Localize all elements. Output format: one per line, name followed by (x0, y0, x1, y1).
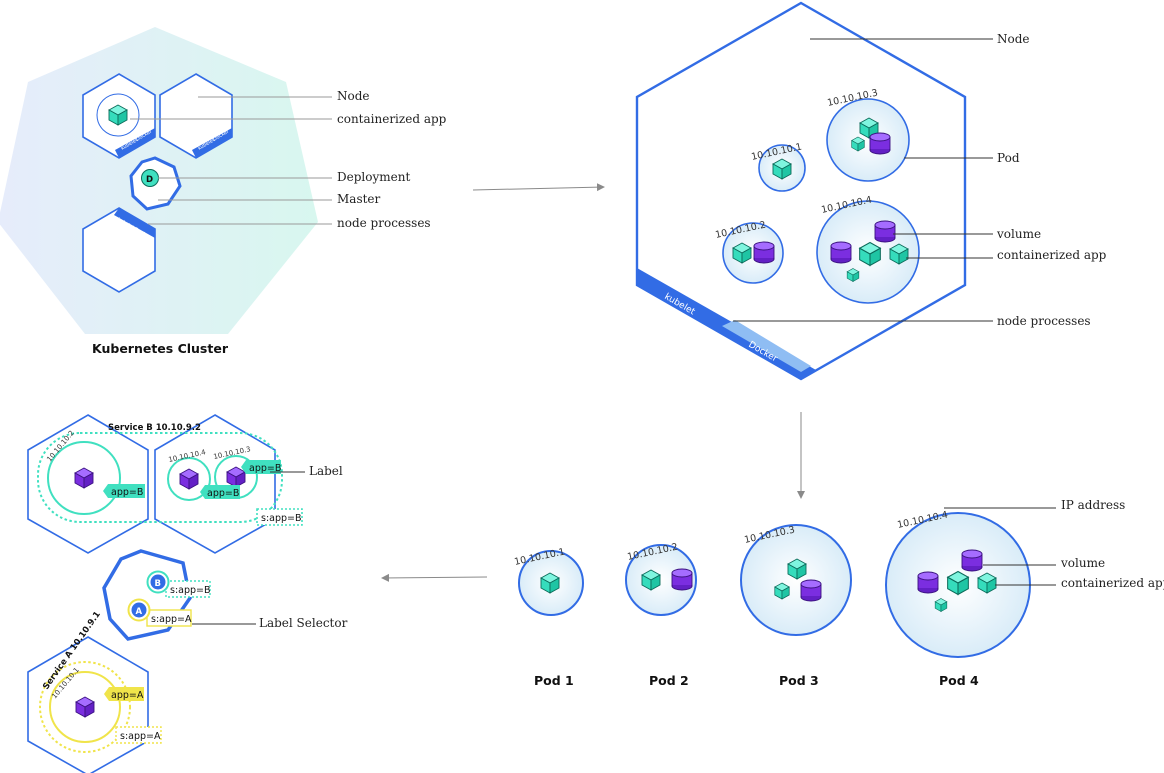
callout-lines (733, 38, 993, 322)
pod-name: Pod 1 (534, 673, 574, 688)
callout-lines (130, 96, 332, 225)
callout-lines (192, 471, 305, 625)
label-selector-tag: s:app=A (120, 731, 161, 742)
pod-circle: 10.10.10.4 (816, 194, 920, 304)
app-label-tag: app=B (249, 463, 281, 474)
label-selector-tag: s:app=A (151, 614, 192, 625)
containerized-app-label: containerized app (337, 112, 447, 126)
volume-label: volume (1060, 556, 1105, 570)
master-node: s:app=B s:app=A B A (102, 549, 211, 641)
pod-label: Pod (997, 151, 1020, 165)
deployment-label: Deployment (337, 170, 410, 184)
label-label: Label (309, 464, 343, 478)
app-label-tag: app=B (207, 488, 239, 499)
node-processes-label: node processes (997, 314, 1091, 328)
pod-1: 10.10.10.1 Pod 1 (513, 546, 584, 688)
node-hexagon: kubelet Docker (159, 73, 233, 159)
pod-circle: 10.10.10.3 (826, 87, 910, 182)
pod-2: 10.10.10.2 Pod 2 (625, 541, 697, 688)
containerized-app-label: containerized app (997, 248, 1107, 262)
node-hexagon: kubelet Docker (82, 207, 156, 293)
pod-name: Pod 2 (649, 673, 689, 688)
service-a: Service A 10.10.9.1 10.10.10.1 app=A s:a… (27, 610, 162, 773)
label-selector-label: Label Selector (259, 616, 348, 630)
volume-label: volume (996, 227, 1041, 241)
containerized-app-label: containerized app (1061, 576, 1164, 590)
pods-row-panel: 10.10.10.1 Pod 1 10.10.10.2 Pod 2 10.10.… (513, 498, 1164, 688)
node-processes-label: node processes (337, 216, 431, 230)
callout-lines (944, 507, 1056, 586)
arrow-right (472, 183, 605, 192)
pod-name: Pod 3 (779, 673, 819, 688)
master-node: D (129, 156, 182, 211)
node-label: Node (337, 89, 370, 103)
services-panel: Service B 10.10.9.2 10.10.10.2 app=B 10.… (27, 414, 348, 773)
app-label-tag: app=B (111, 487, 143, 498)
service-b-title: Service B 10.10.9.2 (108, 423, 201, 433)
pod-name: Pod 4 (939, 673, 979, 688)
containerized-app-icon (108, 104, 128, 126)
pod-4: 10.10.10.4 Pod 4 (885, 509, 1031, 688)
node-hexagon-large (635, 1, 967, 381)
cluster-panel: kubelet Docker kubelet Docker D kubelet … (0, 27, 447, 356)
app-label-tag: app=A (111, 690, 144, 701)
cluster-title: Kubernetes Cluster (92, 341, 229, 356)
node-label: Node (997, 32, 1030, 46)
label-selector-tag: s:app=B (170, 585, 211, 596)
pod-3: 10.10.10.3 Pod 3 (740, 524, 852, 688)
ip-address-label: IP address (1061, 498, 1125, 512)
service-b-icon: B (155, 579, 161, 589)
deployment-icon: D (146, 175, 153, 185)
node-detail-panel: kubelet Docker 10.10.10.1 10.10.10.3 10.… (635, 1, 1107, 381)
label-selector-tag: s:app=B (261, 513, 302, 524)
master-label: Master (337, 192, 381, 206)
service-a-icon: A (136, 607, 143, 617)
arrow-left (381, 573, 488, 582)
node-hexagon: kubelet Docker (82, 73, 156, 159)
service-b: Service B 10.10.9.2 10.10.10.2 app=B 10.… (27, 414, 303, 554)
